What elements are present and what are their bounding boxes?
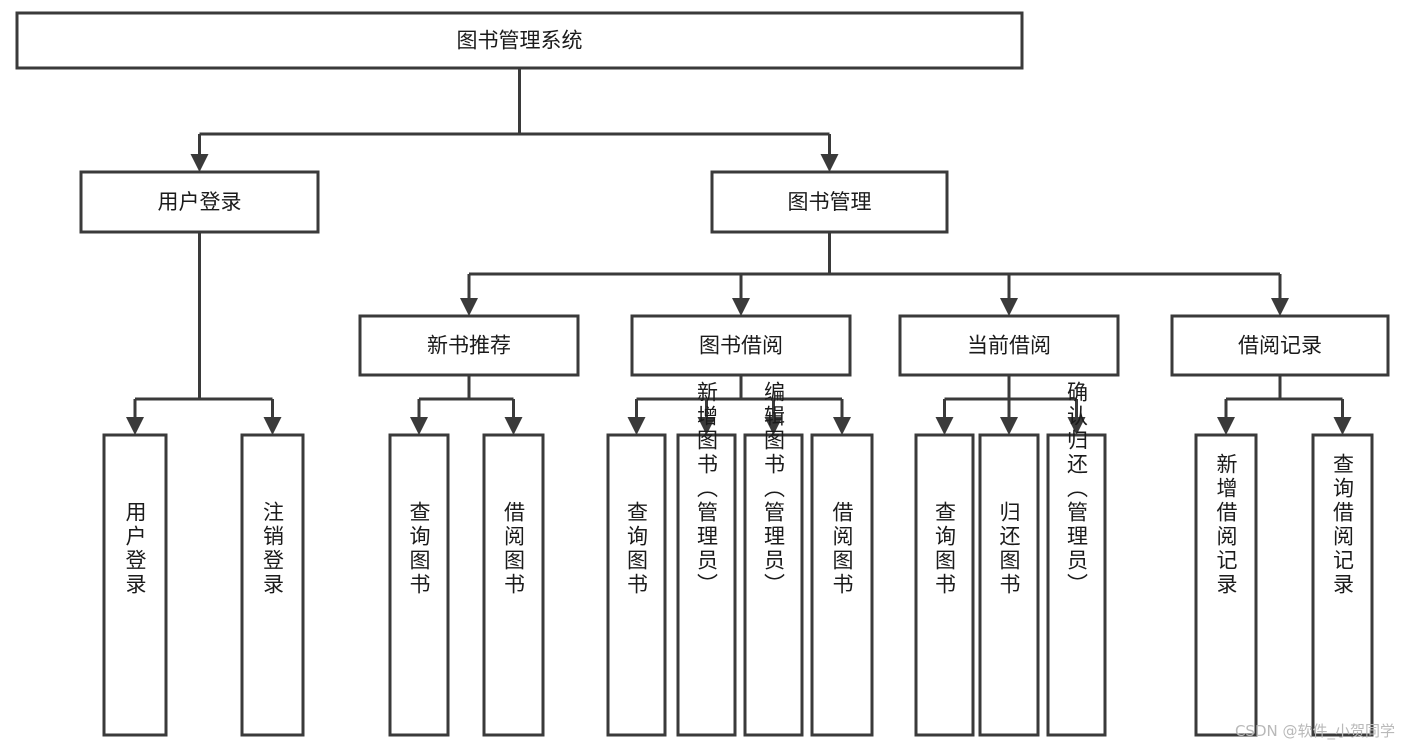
node-box[interactable] [482, 433, 545, 737]
node-label: 借阅图书 [830, 501, 854, 597]
node-label: 新增借阅记录 [1214, 453, 1238, 597]
node-box[interactable] [978, 433, 1040, 737]
node-label: 图书管理系统 [457, 29, 583, 53]
node-label: 用户登录 [158, 190, 242, 214]
arrow-head-icon [1217, 417, 1235, 435]
nodes-layer: 图书管理系统用户登录图书管理新书推荐图书借阅当前借阅借阅记录用户登录注销登录查询… [15, 11, 1390, 737]
arrow-head-icon [697, 417, 716, 435]
arrow-head-icon [935, 417, 954, 435]
arrow-head-icon [1000, 298, 1018, 316]
node-level2-book-borrow[interactable]: 图书借阅 [630, 314, 852, 377]
arrow-head-icon [1067, 417, 1086, 435]
node-level2-new-book-recommend[interactable]: 新书推荐 [358, 314, 580, 377]
node-label: 查询图书 [407, 501, 431, 597]
node-label: 注销登录 [261, 501, 285, 597]
node-label: 查询借阅记录 [1331, 453, 1355, 597]
node-label: 编辑图书（管理员） [762, 381, 786, 597]
connector-edges-layer [126, 68, 1352, 435]
arrow-head-icon [764, 417, 783, 435]
node-leaf-leaf-logout[interactable]: 注销登录 [240, 433, 305, 737]
node-box[interactable] [606, 433, 667, 737]
node-label: 用户登录 [123, 501, 147, 597]
node-box[interactable] [676, 433, 737, 737]
node-box[interactable] [810, 433, 874, 737]
node-leaf-leaf-borrow-book[interactable]: 借阅图书 [810, 433, 874, 737]
node-box[interactable] [898, 314, 1120, 377]
node-box[interactable] [743, 433, 804, 737]
arrow-head-icon [504, 417, 523, 435]
arrow-head-icon [1333, 417, 1352, 435]
node-root-root[interactable]: 图书管理系统 [15, 11, 1024, 70]
arrow-head-icon [190, 154, 209, 172]
node-label: 借阅记录 [1238, 334, 1322, 358]
node-box[interactable] [1170, 314, 1390, 377]
node-box[interactable] [630, 314, 852, 377]
arrow-head-icon [732, 298, 750, 316]
node-box[interactable] [102, 433, 168, 737]
arrow-head-icon [820, 154, 839, 172]
node-label: 新书推荐 [427, 334, 511, 358]
node-level1-book-management[interactable]: 图书管理 [710, 170, 949, 234]
arrow-head-icon [263, 417, 282, 435]
node-box[interactable] [1046, 433, 1107, 737]
arrow-head-icon [627, 417, 646, 435]
node-box[interactable] [1194, 433, 1258, 737]
arrow-head-icon [126, 417, 144, 435]
node-leaf-leaf-query-book-borrow[interactable]: 查询图书 [606, 433, 667, 737]
node-box[interactable] [388, 433, 450, 737]
node-box[interactable] [914, 433, 975, 737]
node-label: 图书管理 [788, 190, 872, 214]
node-leaf-leaf-edit-book-admin[interactable]: 编辑图书（管理员） [743, 381, 804, 737]
arrow-head-icon [833, 417, 851, 435]
node-leaf-leaf-query-borrow-record[interactable]: 查询借阅记录 [1311, 433, 1374, 737]
arrow-head-icon [1271, 298, 1289, 316]
node-level2-borrow-record[interactable]: 借阅记录 [1170, 314, 1390, 377]
arrow-head-icon [410, 417, 428, 435]
node-label: 查询图书 [625, 501, 649, 597]
node-leaf-leaf-query-book-recommend[interactable]: 查询图书 [388, 433, 450, 737]
node-leaf-leaf-add-book-admin[interactable]: 新增图书（管理员） [676, 381, 737, 737]
node-box[interactable] [15, 11, 1024, 70]
node-level2-current-borrow[interactable]: 当前借阅 [898, 314, 1120, 377]
node-label: 新增图书（管理员） [695, 381, 719, 597]
node-box[interactable] [79, 170, 320, 234]
arrow-head-icon [1000, 417, 1018, 435]
node-box[interactable] [240, 433, 305, 737]
arrow-head-icon [460, 298, 478, 316]
node-box[interactable] [710, 170, 949, 234]
node-box[interactable] [1311, 433, 1374, 737]
node-label: 图书借阅 [699, 334, 783, 358]
node-level1-user-login[interactable]: 用户登录 [79, 170, 320, 234]
node-leaf-leaf-user-login[interactable]: 用户登录 [102, 433, 168, 737]
node-label: 查询图书 [933, 501, 957, 597]
node-label: 当前借阅 [967, 334, 1051, 358]
node-label: 借阅图书 [502, 501, 526, 597]
node-box[interactable] [358, 314, 580, 377]
node-label: 归还图书 [997, 501, 1021, 597]
node-leaf-leaf-confirm-return-admin[interactable]: 确认归还（管理员） [1046, 381, 1107, 737]
node-leaf-leaf-borrow-book-recommend[interactable]: 借阅图书 [482, 433, 545, 737]
node-label: 确认归还（管理员） [1065, 381, 1089, 597]
node-leaf-leaf-query-book-current[interactable]: 查询图书 [914, 433, 975, 737]
node-leaf-leaf-add-borrow-record[interactable]: 新增借阅记录 [1194, 433, 1258, 737]
node-leaf-leaf-return-book[interactable]: 归还图书 [978, 433, 1040, 737]
